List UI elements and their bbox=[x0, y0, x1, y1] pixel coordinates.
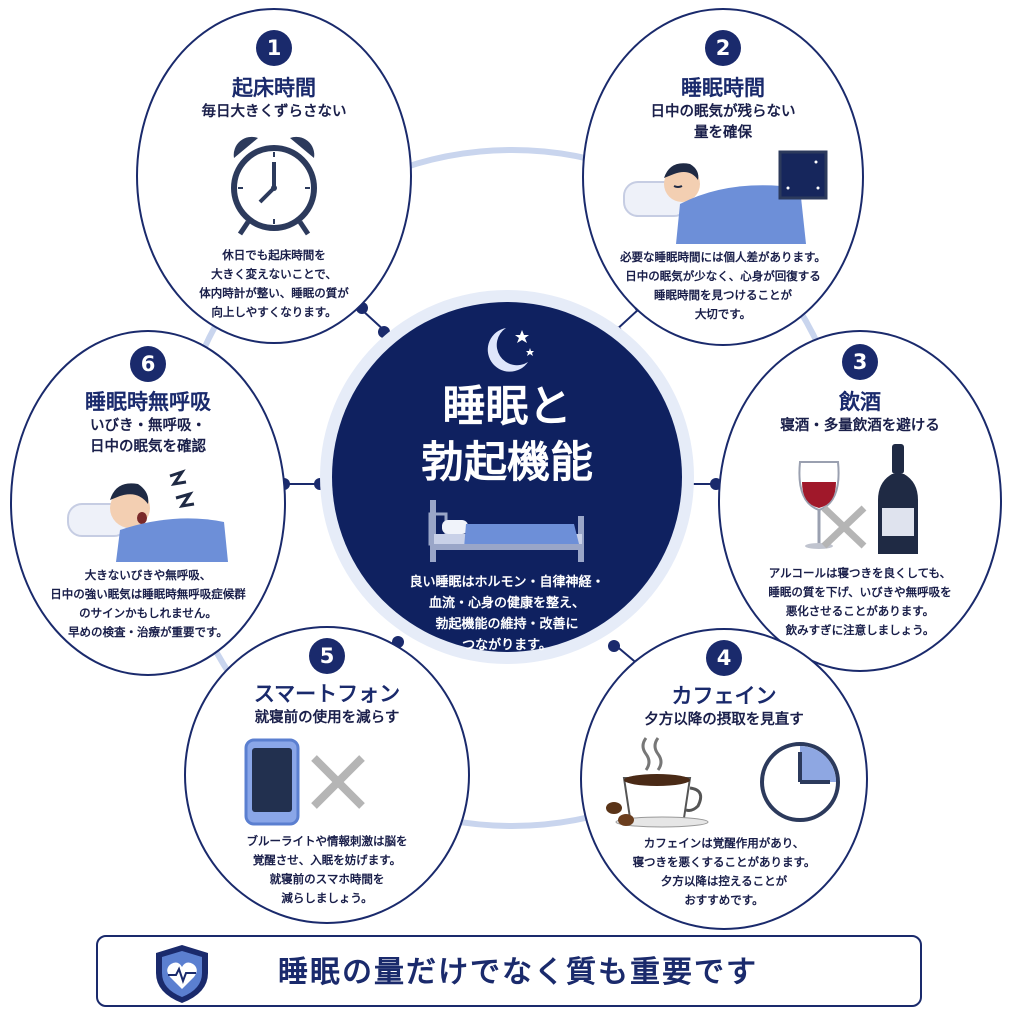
banner-message: 睡眠の量だけでなく質も重要です bbox=[278, 955, 758, 990]
item-subtitle: 就寝前の使用を減らす bbox=[254, 710, 400, 726]
item-title: 飲酒 bbox=[839, 390, 881, 414]
item-number-badge: 5 bbox=[309, 638, 345, 674]
item-sleep-duration: 2 睡眠時間 日中の眠気が残らない 量を確保 必要な睡眠時間には個人差があります… bbox=[582, 8, 864, 346]
item-subtitle: 日中の眠気が残らない 量を確保 bbox=[650, 104, 796, 141]
item-description: ブルーライトや情報刺激は脳を 覚醒させ、入眠を妨げます。 就寝前のスマホ時間を … bbox=[246, 834, 408, 905]
center-title-line1: 睡眠と bbox=[442, 382, 572, 432]
item-subtitle: いびき・無呼吸・ 日中の眠気を確認 bbox=[90, 418, 206, 455]
moon-night-window-icon bbox=[778, 150, 828, 200]
center-title-line2: 勃起機能 bbox=[421, 438, 593, 488]
coffee-cup-icon bbox=[606, 737, 840, 828]
shield-heart-icon bbox=[156, 945, 208, 1003]
item-number-badge: 2 bbox=[705, 30, 741, 66]
item-title: 睡眠時間 bbox=[681, 76, 765, 100]
item-title: スマートフォン bbox=[253, 682, 401, 706]
item-number-badge: 4 bbox=[706, 640, 742, 676]
connector-dot bbox=[378, 326, 390, 338]
wine-bottle-icon bbox=[878, 444, 918, 554]
snoring-man-icon bbox=[67, 469, 228, 562]
item-alcohol: 3 飲酒 寝酒・多量飲酒を避ける アルコールは寝つきを良くしても、 睡眠の質を下… bbox=[718, 330, 1002, 672]
cross-mark-icon bbox=[821, 505, 867, 549]
item-subtitle: 寝酒・多量飲酒を避ける bbox=[780, 418, 940, 434]
item-description: アルコールは寝つきを良くしても、 睡眠の質を下げ、いびきや無呼吸を 悪化させるこ… bbox=[768, 566, 952, 637]
item-number-badge: 6 bbox=[130, 346, 166, 382]
item-smartphone: 5 スマートフォン 就寝前の使用を減らす ブルーライトや情報刺激は脳を 覚醒させ… bbox=[184, 626, 470, 924]
bed-icon bbox=[428, 500, 584, 562]
item-caffeine: 4 カフェイン 夕方以降の摂取を見直す カフェインは覚醒作用があり、 寝つきを悪… bbox=[580, 628, 868, 930]
item-title: 起床時間 bbox=[232, 76, 316, 100]
item-title: 睡眠時無呼吸 bbox=[85, 390, 211, 414]
wine-glass-icon bbox=[798, 444, 918, 554]
alarm-clock-icon bbox=[231, 136, 317, 236]
item-title: カフェイン bbox=[671, 684, 777, 708]
sleeping-man-icon bbox=[623, 150, 828, 244]
center-description: 良い睡眠はホルモン・自律神経・ 血流・心身の健康を整え、 勃起機能の維持・改善に… bbox=[409, 575, 605, 653]
item-description: 大きないびきや無呼吸、 日中の強い眠気は睡眠時無呼吸症候群 のサインかもしれませ… bbox=[50, 568, 246, 639]
item-subtitle: 夕方以降の摂取を見直す bbox=[644, 712, 804, 728]
item-description: 必要な睡眠時間には個人差があります。 日中の眠気が少なく、心身が回復する 睡眠時… bbox=[620, 250, 826, 321]
item-wake-time: 1 起床時間 毎日大きくずらさない 休日でも起床時間を 大きく変えないことで、 … bbox=[136, 8, 412, 344]
item-description: カフェインは覚醒作用があり、 寝つきを悪くすることがあります。 夕方以降は控える… bbox=[632, 836, 816, 907]
connector-dot bbox=[610, 326, 622, 338]
coffee-beans-icon bbox=[606, 802, 634, 826]
connector-dot bbox=[608, 640, 620, 652]
cross-mark-icon bbox=[311, 755, 365, 809]
clock-evening-icon bbox=[760, 742, 840, 822]
item-description: 休日でも起床時間を 大きく変えないことで、 体内時計が整い、睡眠の質が 向上しや… bbox=[199, 248, 349, 319]
item-number-badge: 3 bbox=[842, 344, 878, 380]
item-sleep-apnea: 6 睡眠時無呼吸 いびき・無呼吸・ 日中の眠気を確認 大きないびきや無呼吸、 日… bbox=[10, 330, 286, 676]
bottom-banner: 睡眠の量だけでなく質も重要です bbox=[96, 935, 922, 1007]
smartphone-icon bbox=[244, 738, 365, 826]
center-circle: 睡眠と 勃起機能 良い睡眠はホルモン・自律神経・ 血流・心身の健康を整え、 勃起… bbox=[332, 302, 682, 653]
crescent-moon-icon bbox=[487, 328, 534, 372]
connector-dot bbox=[314, 478, 326, 490]
item-number-badge: 1 bbox=[256, 30, 292, 66]
item-subtitle: 毎日大きくずらさない bbox=[201, 104, 347, 120]
